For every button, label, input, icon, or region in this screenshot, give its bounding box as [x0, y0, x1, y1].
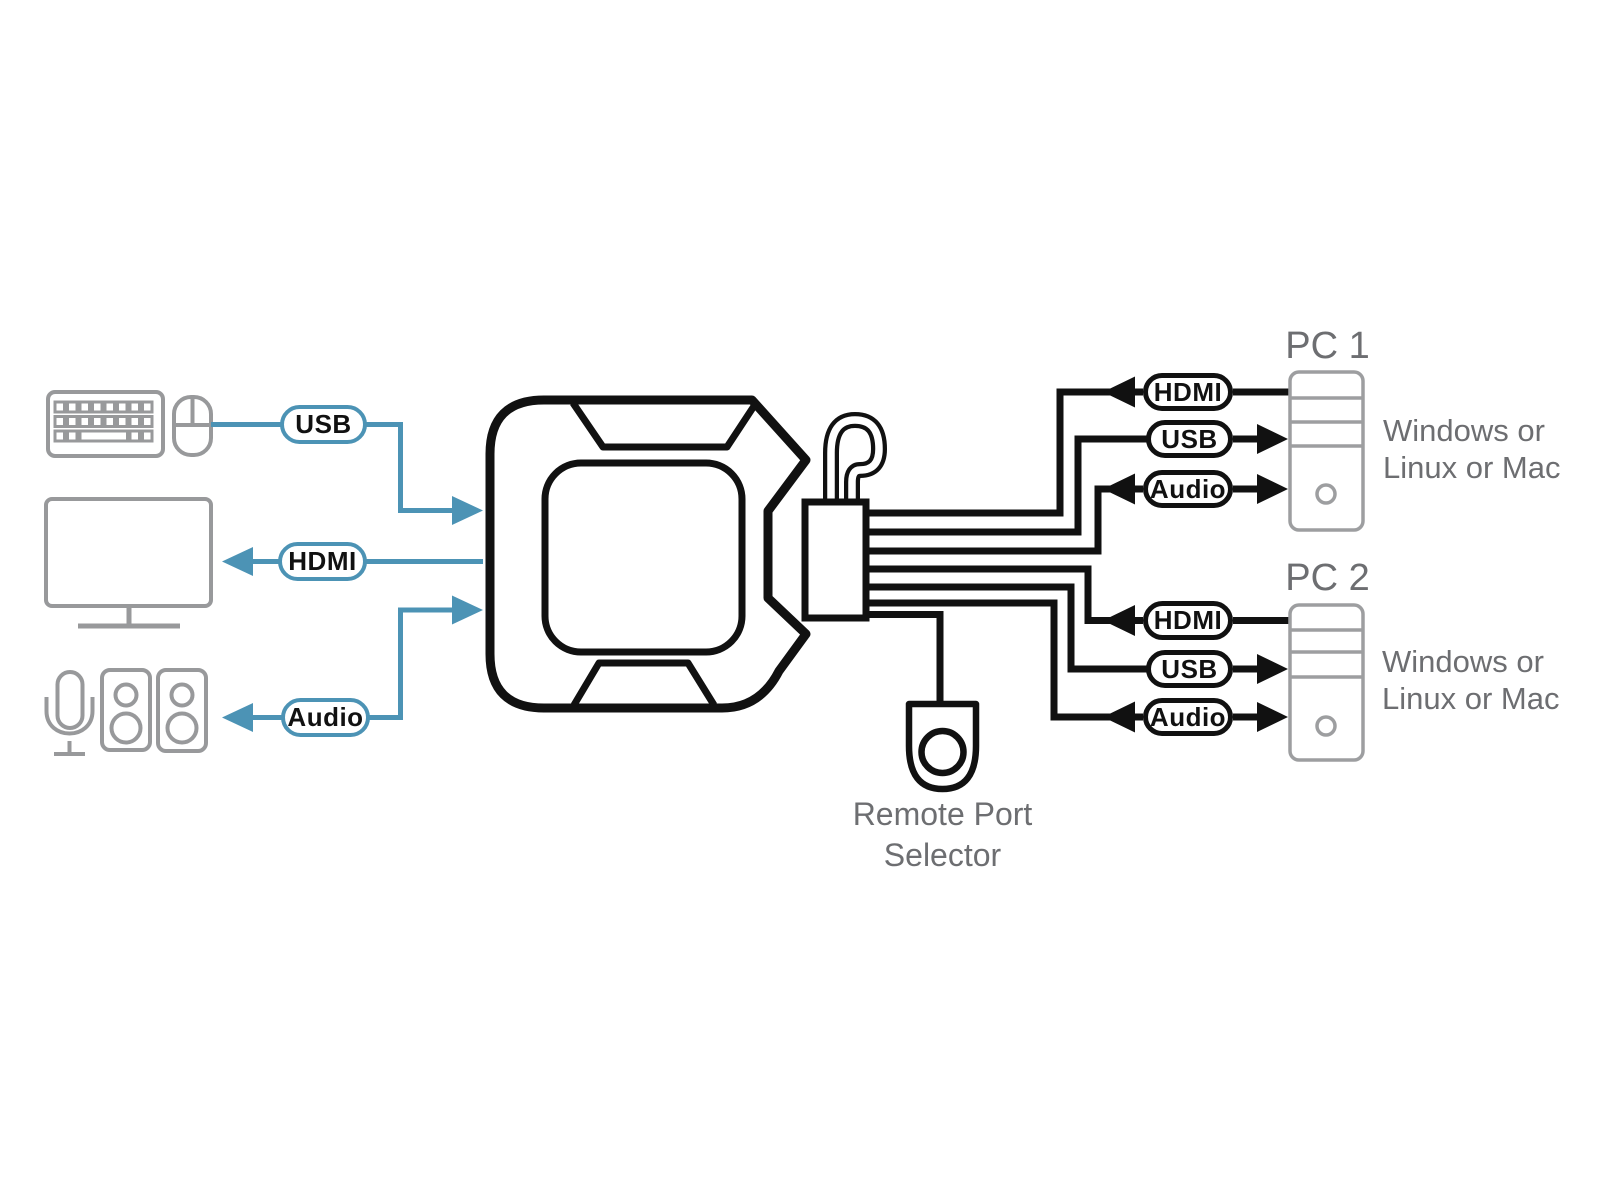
pc-cables — [864, 376, 1291, 733]
pc2-audio-arrow-left-icon — [1103, 701, 1135, 733]
pc1-os-line2: Linux or Mac — [1383, 450, 1561, 485]
console-cables — [211, 422, 483, 732]
kvm-bottom-grip — [570, 659, 717, 707]
pc2-usb-arrow-right-icon — [1257, 654, 1288, 684]
pc1-hdmi-pill: HDMI — [1143, 373, 1233, 411]
console-usb-pill: USB — [280, 405, 367, 444]
pc1-os-line1: Windows or — [1383, 413, 1545, 448]
pc2-usb-pill: USB — [1146, 650, 1233, 688]
pc2-tower-icon — [1288, 603, 1365, 762]
usb-cable-right-segment — [365, 422, 455, 513]
pc1-audio-arrow-left-icon — [1103, 473, 1135, 505]
pc1-usb-arrow-right-icon — [1257, 424, 1288, 454]
audio-arrow-right-icon — [452, 595, 483, 625]
pc1-audio-arrow-right-icon — [1257, 474, 1288, 504]
kvm-switch-icon — [485, 395, 888, 713]
pc2-os-line2: Linux or Mac — [1382, 681, 1560, 716]
selector-cable — [864, 611, 944, 704]
pc1-hdmi-cable — [864, 388, 1291, 517]
audio-cable-right-segment — [368, 607, 455, 720]
pc1-audio-pill: Audio — [1143, 470, 1233, 508]
pc2-audio-pill: Audio — [1143, 698, 1233, 736]
mouse-icon — [172, 395, 213, 457]
console-audio-pill: Audio — [281, 698, 370, 737]
pc1-usb-pill: USB — [1146, 420, 1233, 458]
pc2-audio-arrow-right-icon — [1257, 702, 1288, 732]
usb-arrow-right-icon — [452, 496, 483, 525]
selector-button — [918, 727, 967, 777]
pc1-title: PC 1 — [1285, 325, 1370, 367]
pc1-os-text: Windows or Linux or Mac — [1383, 412, 1560, 486]
hdmi-arrow-left-icon — [222, 547, 253, 576]
selector-label-line1: Remote Port — [852, 796, 1033, 832]
remote-port-selector-icon — [905, 700, 980, 793]
audio-arrow-left-icon — [222, 703, 253, 732]
pc2-os-text: Windows or Linux or Mac — [1382, 643, 1559, 717]
console-hdmi-pill: HDMI — [278, 542, 367, 581]
pc1-hdmi-arrow-left-icon — [1103, 376, 1135, 408]
kvm-top-grip — [570, 401, 759, 451]
kvm-top-panel — [541, 459, 746, 656]
pc2-audio-cable — [864, 599, 1259, 721]
remote-port-selector-label: Remote Port Selector — [832, 794, 1053, 876]
cable-hook-core — [827, 416, 883, 510]
pc2-hdmi-pill: HDMI — [1143, 601, 1233, 640]
pc1-tower-icon — [1288, 370, 1365, 532]
pc-towers — [1288, 370, 1365, 762]
speaker-icon — [100, 668, 152, 752]
pc2-hdmi-arrow-left-icon — [1103, 605, 1135, 636]
cable-connector-block — [801, 498, 870, 622]
microphone-icon — [44, 670, 95, 756]
pc1-usb-cable — [864, 435, 1259, 536]
speaker-icon — [156, 668, 208, 753]
pc2-title: PC 2 — [1285, 557, 1370, 599]
console-icons — [44, 390, 213, 756]
keyboard-keys — [53, 400, 154, 443]
pc2-os-line1: Windows or — [1382, 644, 1544, 679]
selector-label-line2: Selector — [883, 837, 1002, 873]
pc2-usb-cable — [864, 583, 1259, 673]
keyboard-icon — [46, 390, 165, 458]
monitor-icon — [44, 497, 213, 629]
